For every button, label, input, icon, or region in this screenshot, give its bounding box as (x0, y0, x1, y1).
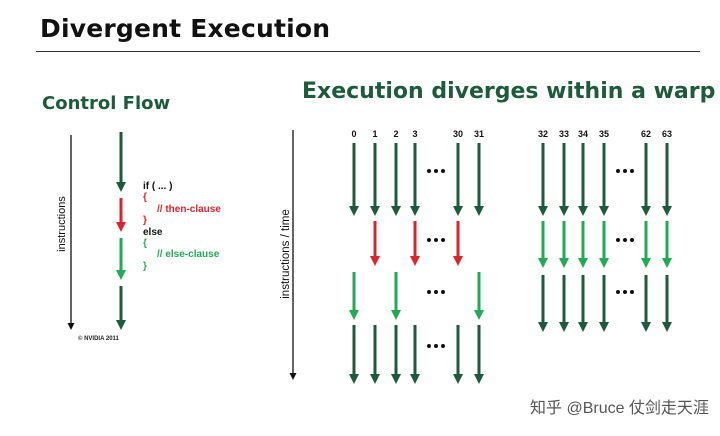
thread-label-35: 35 (599, 129, 609, 139)
code-else-clause: // else-clause (157, 249, 220, 261)
control-flow-arrow-else (116, 238, 126, 280)
warp-row3-green-arrow-2 (391, 272, 401, 320)
warp-row1-arrow-32 (538, 143, 548, 216)
thread-label-34: 34 (578, 129, 588, 139)
control-flow-arrow-then (116, 198, 126, 232)
warp-row2-green-arrow-34 (578, 221, 588, 268)
title-divider (36, 51, 700, 52)
instructions-axis-arrow (67, 135, 75, 330)
code-then-clause: // then-clause (157, 203, 221, 215)
warp-row1-arrow-2 (391, 143, 401, 216)
warp-row4-arrow-0 (349, 325, 359, 384)
warp-row2-red-arrow-3 (410, 221, 420, 266)
ellipsis-row1-left (427, 169, 445, 173)
warp-row4-arrow-3 (410, 325, 420, 384)
code-close-brace-then: } (143, 215, 147, 227)
time-axis-label: instructions / time (280, 209, 292, 299)
warp-row2-green-arrow-32 (538, 221, 548, 268)
warp-row1-arrow-30 (453, 143, 463, 216)
warp-row3-dark-arrow-33 (559, 275, 569, 332)
warp-row1-arrow-35 (599, 143, 609, 216)
warp-row4-arrow-31 (474, 325, 484, 384)
control-flow-arrow-end (116, 286, 126, 330)
warp-row4-arrow-1 (370, 325, 380, 384)
warp-row2-green-arrow-33 (559, 221, 569, 268)
warp-row3-dark-arrow-63 (662, 275, 672, 332)
code-close-brace-else: } (143, 260, 147, 272)
warp-row3-dark-arrow-62 (641, 275, 651, 332)
code-snippet: if ( ... ) { // then-clause } else { // … (143, 181, 221, 272)
code-else: else (143, 226, 163, 238)
warp-row1-arrow-63 (662, 143, 672, 216)
warp-row3-dark-arrow-35 (599, 275, 609, 332)
warp-row1-arrow-62 (641, 143, 651, 216)
code-if: if ( ... ) (143, 181, 173, 192)
nvidia-credit: © NVIDIA 2011 (78, 336, 119, 342)
thread-label-63: 63 (662, 129, 672, 139)
warp-row1-arrow-3 (410, 143, 420, 216)
warp-row3-green-arrow-0 (349, 272, 359, 320)
ellipsis-row2-left (427, 238, 445, 242)
thread-label-30: 30 (453, 129, 463, 139)
warp-row4-arrow-30 (453, 325, 463, 384)
thread-label-62: 62 (641, 129, 651, 139)
warp-row1-arrow-33 (559, 143, 569, 216)
control-flow-title: Control Flow (42, 93, 171, 114)
ellipsis-row3-right (616, 290, 634, 294)
warp-row2-red-arrow-1 (370, 221, 380, 266)
thread-label-31: 31 (474, 129, 484, 139)
warp-row1-arrow-31 (474, 143, 484, 216)
thread-label-3: 3 (412, 129, 417, 139)
code-open-brace-then: { (143, 192, 147, 204)
warp-row2-green-arrow-62 (641, 221, 651, 268)
warp-row2-green-arrow-35 (599, 221, 609, 268)
control-flow-arrow-start (116, 132, 126, 192)
warp-row1-arrow-34 (578, 143, 588, 216)
footer-watermark: 知乎 @Bruce 仗剑走天涯 (530, 400, 709, 417)
time-axis-arrow (289, 130, 297, 380)
warp-row3-dark-arrow-34 (578, 275, 588, 332)
warp-row2-red-arrow-30 (453, 221, 463, 266)
instructions-axis-label: instructions (56, 196, 68, 252)
ellipsis-row4-left (427, 344, 445, 348)
warp-row3-dark-arrow-32 (538, 275, 548, 332)
code-open-brace-else: { (143, 238, 147, 250)
execution-title: Execution diverges within a warp (302, 79, 716, 104)
warp-row4-arrow-2 (391, 325, 401, 384)
warp-row2-green-arrow-63 (662, 221, 672, 268)
ellipsis-row3-left (427, 290, 445, 294)
warp-row1-arrow-1 (370, 143, 380, 216)
thread-label-32: 32 (538, 129, 548, 139)
warp-row1-arrow-0 (349, 143, 359, 216)
page-title: Divergent Execution (40, 14, 331, 43)
thread-label-2: 2 (393, 129, 398, 139)
thread-label-1: 1 (372, 129, 377, 139)
thread-label-0: 0 (351, 129, 356, 139)
ellipsis-row1-right (616, 169, 634, 173)
thread-label-33: 33 (559, 129, 569, 139)
ellipsis-row2-right (616, 238, 634, 242)
warp-row3-green-arrow-31 (474, 272, 484, 320)
